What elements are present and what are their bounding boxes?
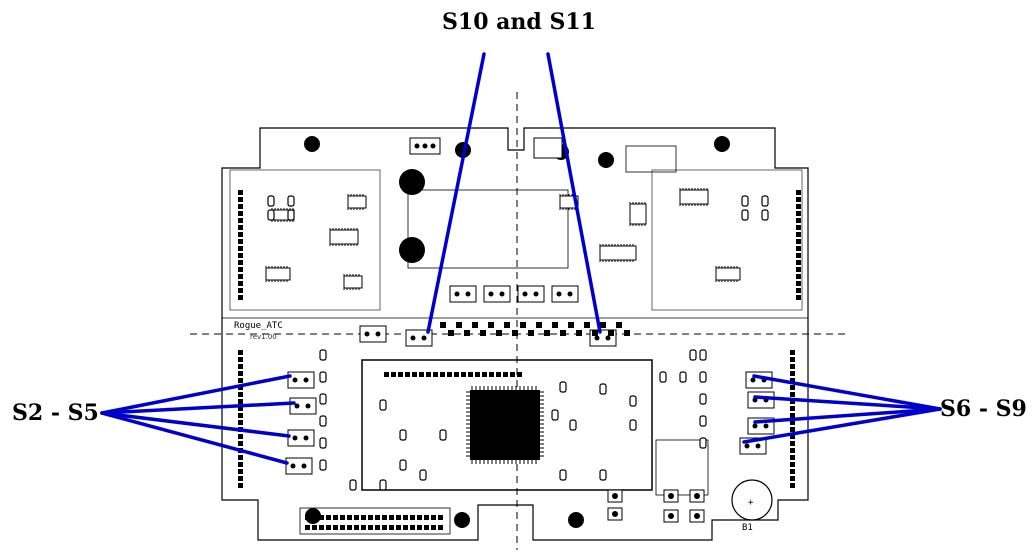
callout-s6-s9: S6 - S9: [940, 396, 1027, 422]
s7-line: [753, 395, 942, 411]
callout-s10-s11: S10 and S11: [442, 9, 596, 35]
s11-line: [546, 52, 602, 334]
mounting-holes: [304, 136, 730, 528]
callout-lines: [100, 52, 942, 465]
battery-b1: + B1: [731, 479, 773, 533]
s6-line: [752, 374, 942, 411]
battery-label: B1: [742, 523, 753, 533]
cpu-chip: [466, 386, 544, 464]
s10-line: [426, 52, 486, 334]
board-revision: rev1.00: [250, 333, 277, 341]
svg-text:+: +: [748, 498, 754, 508]
center-lines: [190, 92, 850, 550]
s4-line: [100, 411, 291, 438]
board-name: Rogue_ATC: [234, 321, 283, 331]
pcb-components: [238, 137, 801, 530]
s5-line: [100, 411, 289, 465]
s9-line: [742, 407, 942, 444]
s2-line: [100, 374, 292, 415]
s3-line: [100, 401, 296, 415]
s8-line: [753, 407, 942, 424]
board-outline: [221, 127, 809, 541]
callout-s2-s5: S2 - S5: [12, 400, 99, 426]
